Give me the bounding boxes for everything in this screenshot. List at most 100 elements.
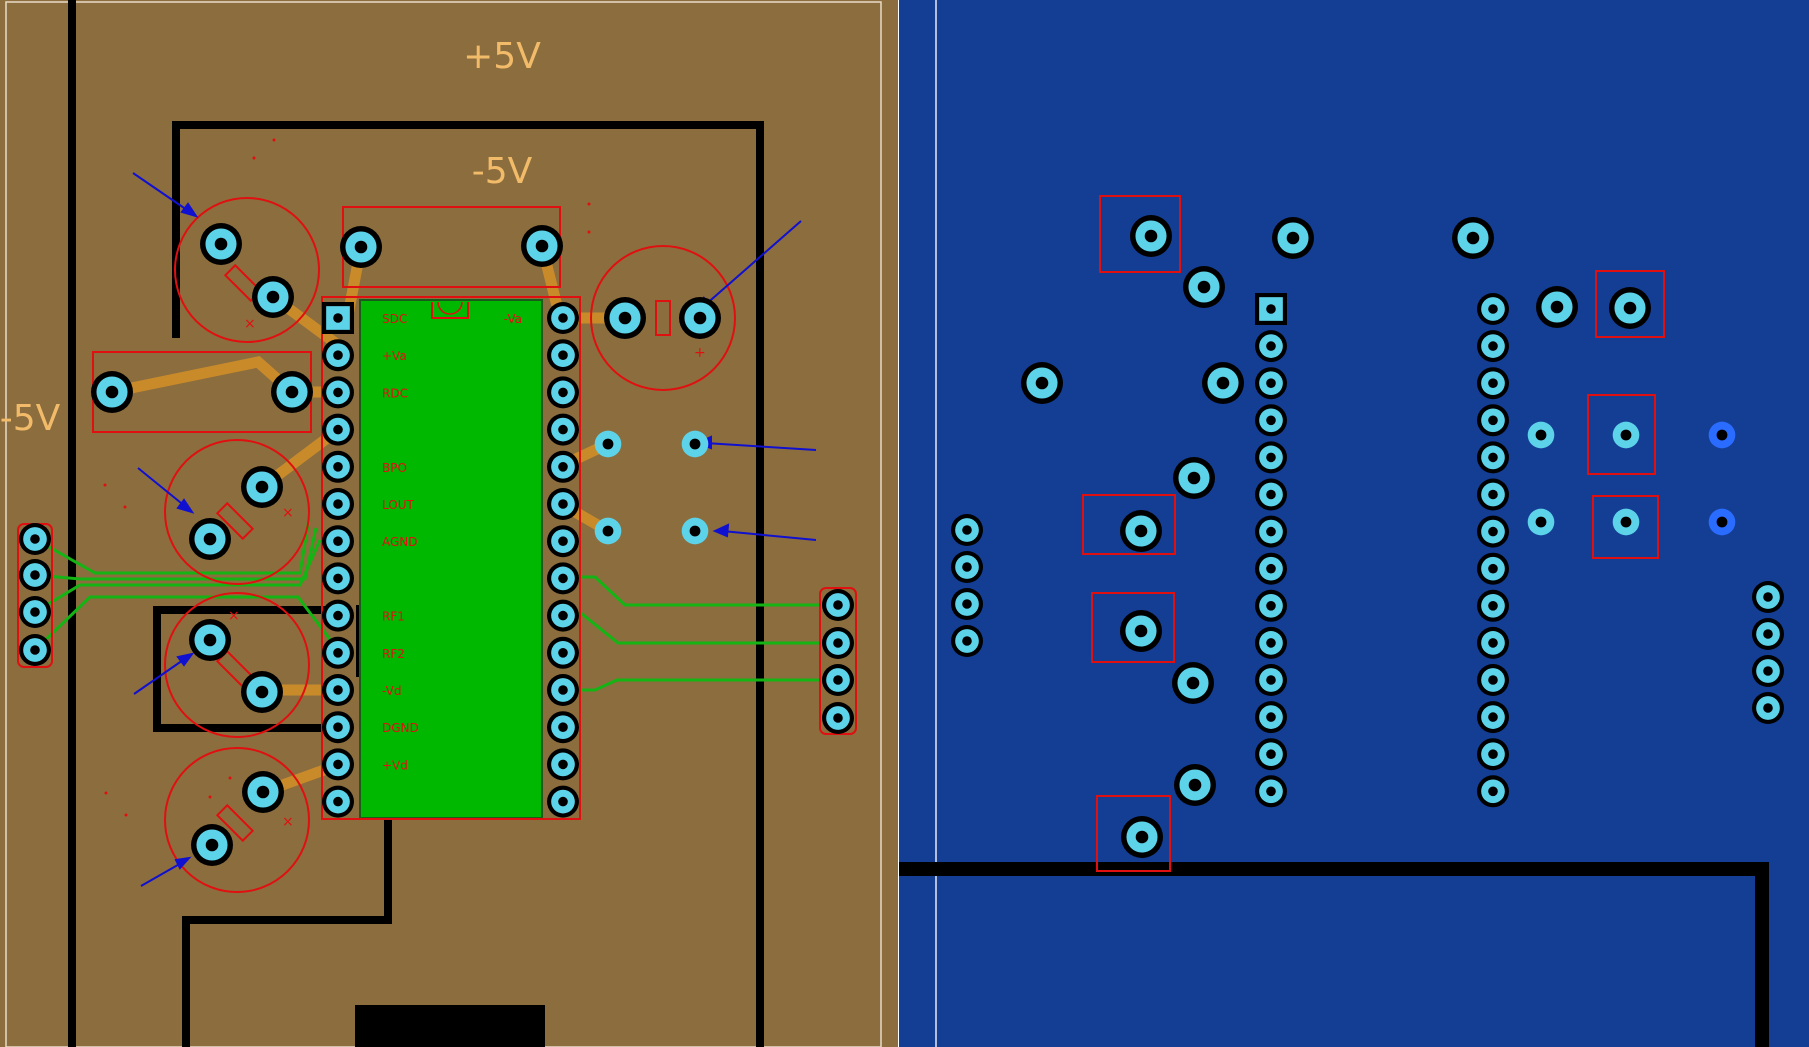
module-pin-pad-mirror [1477,441,1509,474]
through-hole-pad-mirror [1172,662,1214,704]
module-right-pin-pad [547,339,579,372]
header-pin-pad-left [19,559,51,591]
module-pin-label: LOUT [382,498,414,512]
header-pin-pad-mirror [1752,655,1784,687]
module-pin-pad-mirror [1477,293,1509,325]
net-label-plus5v: +5V [463,36,541,77]
module-left-pin-pad [322,302,354,334]
header-pin-pad-mirror [951,625,983,657]
bottom-layer-panel [899,0,1809,1047]
through-hole-pad-mirror [1272,217,1314,259]
through-hole-pad [189,518,231,560]
module-pin-pad-mirror [1255,478,1287,511]
isolation-gap-minus5v [172,121,764,1047]
isolation-block [355,1005,545,1047]
through-hole-pad-mirror [1120,510,1162,552]
module-pin-label: +Va [382,349,407,363]
module-right-pin-pad [547,599,579,632]
through-hole-pad-mirror [1173,457,1215,499]
module-left-pin-pad [322,674,354,706]
module-right-pin-pad [547,674,579,706]
module-pin-pad-mirror [1255,626,1287,659]
module-pin-label: BPO [382,461,407,475]
jumper-pad [681,517,709,545]
through-hole-pad-mirror [1202,362,1244,404]
through-hole-pad-mirror [1120,610,1162,652]
module-left-pin-pad [322,525,354,558]
through-hole-pad [241,671,283,713]
header-pin-pad-right [822,589,854,621]
module-silk-outline [321,296,581,820]
module-right-pin-pad [547,785,579,818]
header-pin-pad-left [19,596,51,628]
module-pin-label: SDC [382,312,407,326]
silk-cross: × [282,814,294,830]
module-pin-pad-mirror [1477,367,1509,400]
silk-dots [103,138,591,817]
module-right-pin-pad [547,302,579,334]
through-hole-pad-mirror [1174,764,1216,806]
module-pin-label: AGND [382,535,418,549]
through-hole-pad-mirror [1452,217,1494,259]
header-pin-pad-mirror [1752,581,1784,613]
module-left-pin-pad [322,376,354,409]
through-hole-pad [91,371,133,413]
module-pin-label: -Va [504,312,522,326]
header-pin-pad-left [19,634,51,666]
module-left-pin-pad [322,450,354,483]
module-left-pin-pad [322,711,354,744]
through-hole-pad-mirror [1609,287,1651,329]
module-right-pin-pad [547,488,579,520]
header-pin-pad-mirror [951,514,983,546]
header-pin-pad-mirror [951,551,983,583]
jumper-pad-mirror [1612,421,1640,449]
silk-plus: + [694,345,706,361]
top-layer-panel: +5V -5V -5V [0,0,898,1047]
module-pin-pad-mirror [1255,664,1287,696]
header-pin-pad-mirror [951,588,983,620]
module-right-pin-pad [547,450,579,483]
through-hole-pad [604,297,646,339]
module-left-pin-pad [322,562,354,595]
module-pin-label: -Vd [382,684,401,698]
module-right-pin-pad [547,711,579,744]
through-hole-pad [340,226,382,268]
header-pin-pad-right [822,627,854,659]
through-hole-pad-mirror [1021,362,1063,404]
module-pin-pad-mirror [1477,626,1509,659]
through-hole-pad-mirror [1536,286,1578,328]
module-pin-pad-mirror [1255,552,1287,585]
silk-cross: × [228,608,240,624]
isolation-gap-bottom [899,862,1769,1047]
module-pin-pad-mirror [1477,738,1509,771]
module-pin-pad-mirror [1477,701,1509,734]
through-hole-pad [271,371,313,413]
jumper-pad-mirror [1612,508,1640,536]
module-pin-label: +Vd [382,758,408,772]
through-hole-pad-mirror [1130,215,1172,257]
module-pin-pad-mirror [1255,701,1287,734]
module-right-pin-pad [547,636,579,669]
header-pin-pad-mirror [1752,618,1784,650]
module-pin-pad-mirror [1255,330,1287,363]
module-pin-pad-mirror [1477,589,1509,622]
module-left-pin-pad [322,636,354,669]
jumper-pad [594,430,622,458]
module-pin-pad-mirror [1477,478,1509,511]
bottom-silk-outlines [1082,195,1665,872]
module-pin-pad-mirror [1255,441,1287,474]
module-pin-label: RDC [382,386,408,400]
silk-marks: × × × × + [228,316,706,830]
isolation-gap [182,820,392,1047]
module-left-pin-pad [322,748,354,781]
module-right-pin-pad [547,413,579,446]
bottom-pads [951,215,1784,858]
module-right-pin-pad [547,748,579,781]
module-right-pin-pad [547,525,579,558]
module-pin-label: RF2 [382,647,405,661]
module-pin-label: RF1 [382,610,405,624]
module-notch [431,302,469,319]
header-pin-pad-mirror [1752,692,1784,724]
